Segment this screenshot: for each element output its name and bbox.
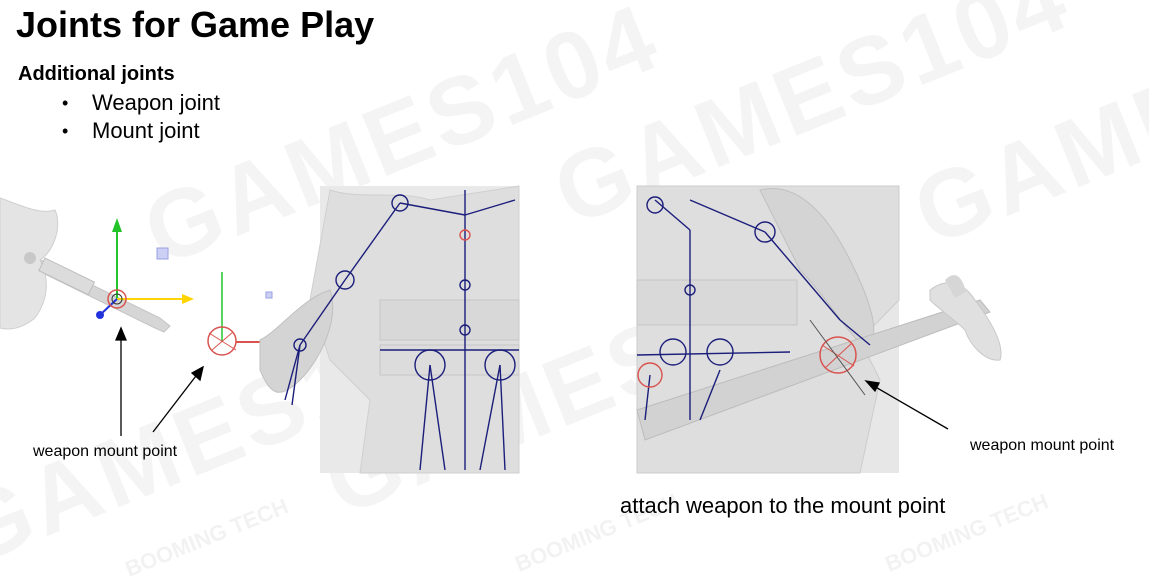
transform-gizmo: [96, 218, 273, 319]
pointer-arrow-left: [115, 326, 204, 436]
axe-model-left: [0, 197, 171, 333]
mount-point-marker-right: [809, 319, 866, 396]
bullet-item: Weapon joint: [62, 89, 220, 117]
rig-illustrations: [0, 185, 1002, 474]
character-model-right: [636, 185, 900, 474]
character-model-left: [259, 185, 520, 474]
section-heading: Additional joints: [18, 63, 175, 85]
bullet-item: Mount joint: [62, 117, 220, 145]
pointer-arrow-right: [864, 380, 949, 430]
axe-model-right: [636, 275, 1002, 441]
caption-weapon-mount-point-right: weapon mount point: [970, 437, 1115, 454]
skeleton-left: [284, 190, 519, 471]
skeleton-right: [636, 196, 871, 421]
bullet-list: Weapon joint Mount joint: [62, 89, 220, 145]
slide-title: Joints for Game Play: [16, 4, 375, 45]
caption-weapon-mount-point-left: weapon mount point: [33, 443, 178, 460]
caption-attach-weapon: attach weapon to the mount point: [620, 493, 946, 518]
